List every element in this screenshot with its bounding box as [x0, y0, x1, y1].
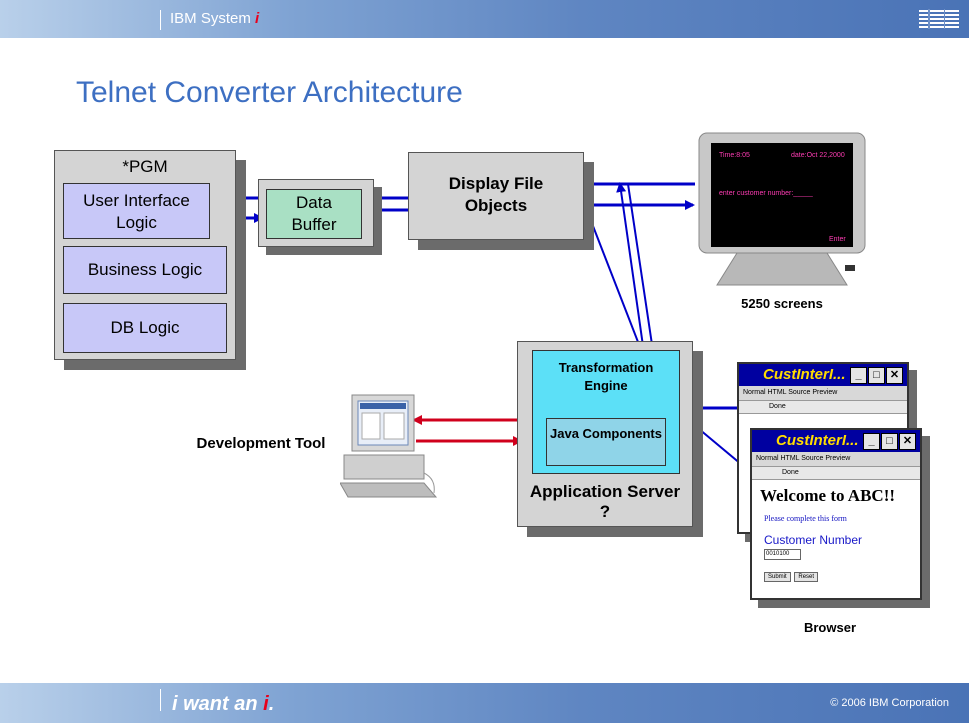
system-i-letter: i [255, 10, 260, 27]
footer-bar: i want an i. © 2006 IBM Corporation [0, 683, 969, 723]
header-bar: IBM System i [0, 0, 969, 38]
copyright: © 2006 IBM Corporation [830, 697, 949, 709]
browser-front-title: CustInterI... [776, 432, 859, 449]
terminal-enter: Enter [829, 236, 846, 243]
terminal-date: date:Oct 22,2000 [791, 152, 845, 159]
browser-back-title: CustInterI... [763, 366, 846, 383]
app-server-caption: Application Server ? [529, 482, 681, 521]
slogan-i: i [263, 693, 269, 715]
browser-back-titlebar: CustInterI... _ □ ✕ [739, 364, 907, 386]
system-label: IBM System i [170, 10, 259, 27]
browser-front-status: Done [752, 467, 920, 480]
browser-front-titlebar: CustInterI... _ □ ✕ [752, 430, 920, 452]
display-file-objects-box: Display File Objects [408, 152, 584, 240]
page-title: Telnet Converter Architecture [76, 76, 463, 109]
browser-caption: Browser [803, 620, 857, 635]
pgm-title: *PGM [122, 157, 168, 176]
terminal-monitor [698, 132, 866, 286]
close-button[interactable]: ✕ [899, 433, 916, 450]
header-divider [160, 10, 161, 30]
user-interface-logic-box: User Interface Logic [63, 183, 210, 239]
minimize-button[interactable]: _ [850, 367, 867, 384]
browser-back-tabs[interactable]: Normal HTML Source Preview [739, 386, 907, 401]
close-button[interactable]: ✕ [886, 367, 903, 384]
computer-icon [340, 394, 438, 498]
development-tool-label: Development Tool [196, 435, 326, 452]
maximize-button[interactable]: □ [868, 367, 885, 384]
browser-front-tabs[interactable]: Normal HTML Source Preview [752, 452, 920, 467]
db-logic-box: DB Logic [63, 303, 227, 353]
terminal-prompt: enter customer number:_____ [719, 190, 813, 197]
terminal-time: Time:8:05 [719, 152, 750, 159]
minimize-button[interactable]: _ [863, 433, 880, 450]
browser-window-front: CustInterI... _ □ ✕ Normal HTML Source P… [750, 428, 922, 600]
instruction-text: Please complete this form [764, 514, 847, 523]
reset-button[interactable]: Reset [794, 572, 819, 582]
slogan-prefix: i want an [172, 693, 264, 715]
system-label-text: IBM System [170, 10, 256, 27]
slogan: i want an i. [172, 693, 274, 716]
footer-divider [160, 689, 161, 711]
submit-button[interactable]: Submit [764, 572, 791, 582]
welcome-heading: Welcome to ABC!! [760, 486, 896, 505]
browser-back-status: Done [739, 401, 907, 414]
ibm-logo-icon [919, 9, 959, 29]
customer-number-input[interactable]: 0010100 [764, 549, 801, 560]
slogan-end: . [268, 693, 275, 715]
transformation-engine-label: Transformation Engine [558, 360, 654, 393]
data-buffer-box: Data Buffer [266, 189, 362, 239]
maximize-button[interactable]: □ [881, 433, 898, 450]
java-components-box: Java Components [546, 418, 666, 466]
terminal-caption: 5250 screens [741, 296, 823, 311]
business-logic-box: Business Logic [63, 246, 227, 294]
customer-number-label: Customer Number [764, 533, 863, 547]
